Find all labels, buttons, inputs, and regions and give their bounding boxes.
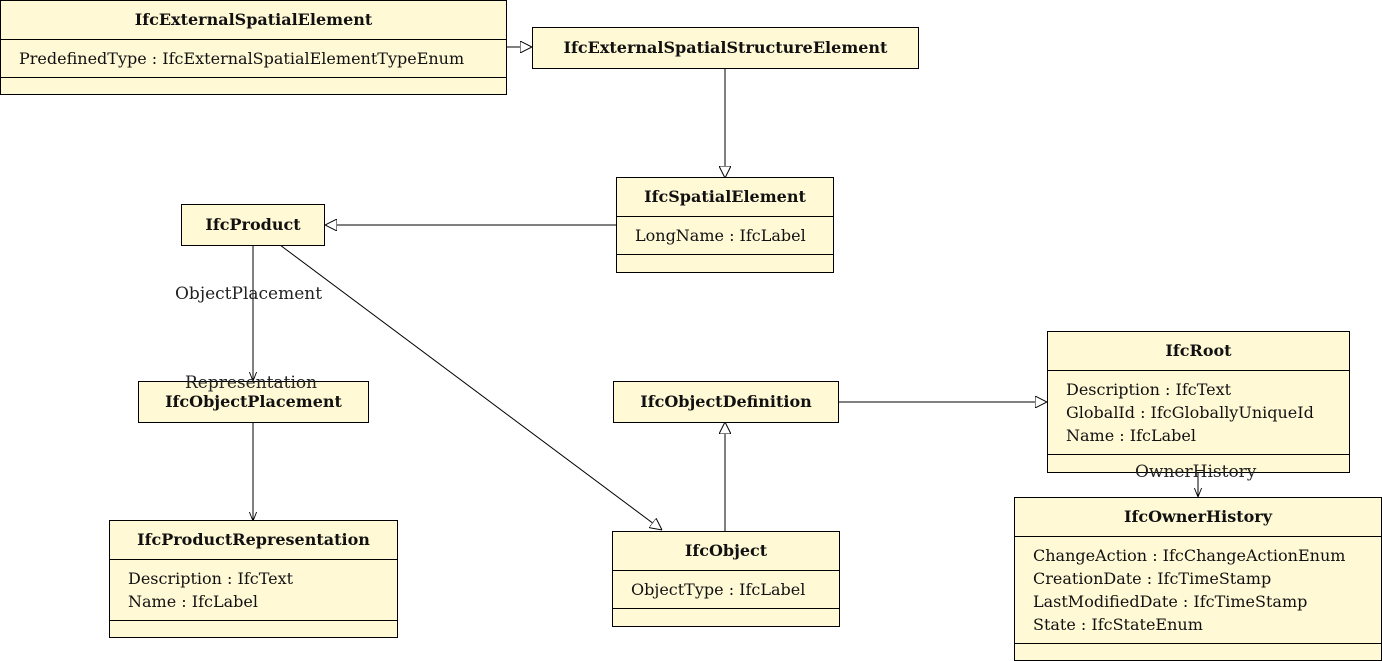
class-attributes: LongName : IfcLabel xyxy=(617,216,833,255)
class-ifc-object-placement[interactable]: IfcObjectPlacement xyxy=(138,381,369,423)
class-ifc-external-spatial-structure-element[interactable]: IfcExternalSpatialStructureElement xyxy=(532,27,919,69)
class-attributes: ChangeAction : IfcChangeActionEnum Creat… xyxy=(1015,536,1381,644)
attribute: Description : IfcText xyxy=(1066,380,1232,399)
attribute: Name : IfcLabel xyxy=(1066,426,1196,445)
attribute: Name : IfcLabel xyxy=(128,592,258,611)
attribute: LongName : IfcLabel xyxy=(635,226,806,245)
attribute: State : IfcStateEnum xyxy=(1033,615,1203,634)
edge-product-to-object xyxy=(279,244,662,530)
class-name: IfcExternalSpatialStructureElement xyxy=(563,38,888,57)
class-attributes: PredefinedType : IfcExternalSpatialEleme… xyxy=(1,39,506,78)
class-ifc-external-spatial-element[interactable]: IfcExternalSpatialElement PredefinedType… xyxy=(0,0,507,95)
attribute: PredefinedType : IfcExternalSpatialEleme… xyxy=(19,49,465,68)
class-ifc-product-representation[interactable]: IfcProductRepresentation Description : I… xyxy=(109,520,398,638)
edge-label-object-placement: ObjectPlacement xyxy=(175,284,323,304)
edge-label-representation: Representation xyxy=(185,373,318,393)
class-ifc-object[interactable]: IfcObject ObjectType : IfcLabel xyxy=(612,531,840,627)
attribute: ObjectType : IfcLabel xyxy=(631,580,806,599)
attribute: LastModifiedDate : IfcTimeStamp xyxy=(1033,592,1308,611)
class-name: IfcRoot xyxy=(1165,341,1232,360)
class-attributes: Description : IfcText GlobalId : IfcGlob… xyxy=(1048,370,1349,455)
class-ifc-root[interactable]: IfcRoot Description : IfcText GlobalId :… xyxy=(1047,331,1350,473)
class-name: IfcProduct xyxy=(205,215,301,234)
class-name: IfcSpatialElement xyxy=(644,187,806,206)
class-attributes: ObjectType : IfcLabel xyxy=(613,570,839,609)
attribute: GlobalId : IfcGloballyUniqueId xyxy=(1066,403,1314,422)
edge-label-owner-history: OwnerHistory xyxy=(1135,462,1257,482)
class-ifc-product[interactable]: IfcProduct xyxy=(181,204,325,246)
class-name: IfcObjectPlacement xyxy=(165,392,342,411)
class-name: IfcProductRepresentation xyxy=(137,530,370,549)
class-ifc-object-definition[interactable]: IfcObjectDefinition xyxy=(613,381,839,423)
class-ifc-spatial-element[interactable]: IfcSpatialElement LongName : IfcLabel xyxy=(616,177,834,273)
class-name: IfcObject xyxy=(684,541,768,560)
class-name: IfcOwnerHistory xyxy=(1123,507,1273,526)
class-name: IfcExternalSpatialElement xyxy=(134,10,373,29)
class-ifc-owner-history[interactable]: IfcOwnerHistory ChangeAction : IfcChange… xyxy=(1014,497,1382,661)
class-name: IfcObjectDefinition xyxy=(640,392,812,411)
attribute: CreationDate : IfcTimeStamp xyxy=(1033,569,1272,588)
class-attributes: Description : IfcText Name : IfcLabel xyxy=(110,559,397,621)
attribute: ChangeAction : IfcChangeActionEnum xyxy=(1033,546,1346,565)
attribute: Description : IfcText xyxy=(128,569,294,588)
